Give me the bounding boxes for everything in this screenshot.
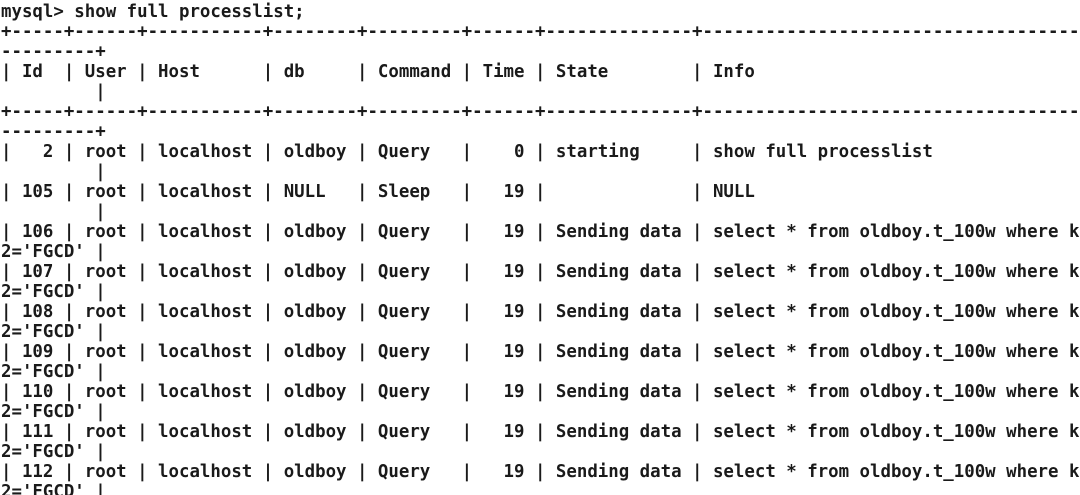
- process-row-108-wrap: 2='FGCD' |: [1, 322, 106, 342]
- table-border-mid: +-----+------+-----------+--------+-----…: [1, 102, 1080, 122]
- process-row-105-wrap: |: [1, 202, 106, 222]
- process-row-108: | 108 | root | localhost | oldboy | Quer…: [1, 302, 1080, 322]
- process-row-110-wrap: 2='FGCD' |: [1, 402, 106, 422]
- mysql-prompt-line: mysql> show full processlist;: [1, 2, 305, 22]
- process-row-106-wrap: 2='FGCD' |: [1, 242, 106, 262]
- process-row-109-wrap: 2='FGCD' |: [1, 362, 106, 382]
- table-border-top: +-----+------+-----------+--------+-----…: [1, 22, 1080, 42]
- process-row-112: | 112 | root | localhost | oldboy | Quer…: [1, 462, 1080, 482]
- table-border-top-wrap: ---------+: [1, 42, 106, 62]
- table-header-row: | Id | User | Host | db | Command | Time…: [1, 62, 755, 82]
- process-row-111-wrap: 2='FGCD' |: [1, 442, 106, 462]
- process-row-2: | 2 | root | localhost | oldboy | Query …: [1, 142, 933, 162]
- process-row-2-wrap: |: [1, 162, 106, 182]
- table-border-mid-wrap: ---------+: [1, 122, 106, 142]
- table-header-row-wrap: |: [1, 82, 106, 102]
- process-row-110: | 110 | root | localhost | oldboy | Quer…: [1, 382, 1080, 402]
- process-row-109: | 109 | root | localhost | oldboy | Quer…: [1, 342, 1080, 362]
- process-row-112-wrap: 2='FGCD' |: [1, 482, 106, 495]
- process-row-107-wrap: 2='FGCD' |: [1, 282, 106, 302]
- process-row-111: | 111 | root | localhost | oldboy | Quer…: [1, 422, 1080, 442]
- process-row-105: | 105 | root | localhost | NULL | Sleep …: [1, 182, 755, 202]
- process-row-107: | 107 | root | localhost | oldboy | Quer…: [1, 262, 1080, 282]
- process-row-106: | 106 | root | localhost | oldboy | Quer…: [1, 222, 1080, 242]
